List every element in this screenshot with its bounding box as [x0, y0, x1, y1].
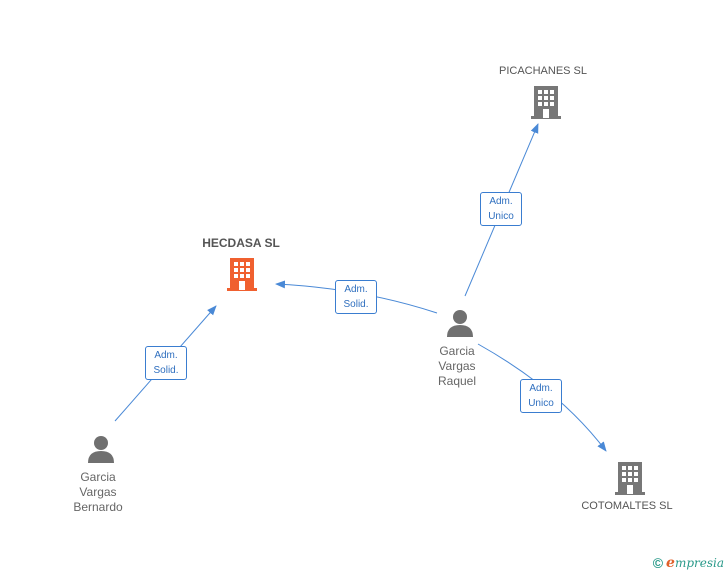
- person-name-line: Vargas: [79, 485, 117, 499]
- brand-logo[interactable]: empresia: [666, 555, 724, 571]
- person-label-garcia-vargas-raquel: Garcia Vargas Raquel: [417, 344, 497, 389]
- person-name-line: Garcia: [80, 470, 116, 484]
- brand-initial: e: [666, 555, 675, 571]
- company-label-hecdasa: HECDASA SL: [202, 236, 280, 250]
- person-icon[interactable]: [445, 308, 475, 338]
- edge-label-line: Unico: [488, 211, 514, 222]
- edge-label-line: Adm.: [489, 196, 513, 207]
- person-name-line: Bernardo: [73, 500, 123, 514]
- person-name-line: Raquel: [437, 374, 477, 388]
- edge-label-raquel-picachanes[interactable]: Adm. Unico: [480, 192, 522, 226]
- edge-label-line: Adm.: [154, 350, 178, 361]
- edge-label-bernardo-hecdasa[interactable]: Adm. Solid.: [145, 346, 187, 380]
- building-icon[interactable]: [226, 256, 258, 292]
- person-name-line: Vargas: [438, 359, 476, 373]
- person-label-garcia-vargas-bernardo: Garcia Vargas Bernardo: [58, 470, 138, 515]
- brand-footer: © empresia: [653, 555, 724, 571]
- edge-label-line: Solid.: [153, 365, 179, 376]
- company-label-picachanes: PICACHANES SL: [498, 65, 588, 77]
- edge-label-line: Adm.: [344, 284, 368, 295]
- person-icon[interactable]: [86, 434, 116, 464]
- building-icon[interactable]: [614, 460, 646, 496]
- copyright-icon: ©: [652, 555, 664, 571]
- company-label-cotomaltes: COTOMALTES SL: [581, 500, 673, 512]
- brand-name: mpresia: [674, 556, 724, 570]
- edge-label-raquel-cotomaltes[interactable]: Adm. Unico: [520, 379, 562, 413]
- building-icon[interactable]: [530, 84, 562, 120]
- edge-label-line: Solid.: [343, 299, 369, 310]
- edge-label-raquel-hecdasa[interactable]: Adm. Solid.: [335, 280, 377, 314]
- person-name-line: Garcia: [439, 344, 475, 358]
- edge-label-line: Adm.: [529, 383, 553, 394]
- edge-label-line: Unico: [528, 398, 554, 409]
